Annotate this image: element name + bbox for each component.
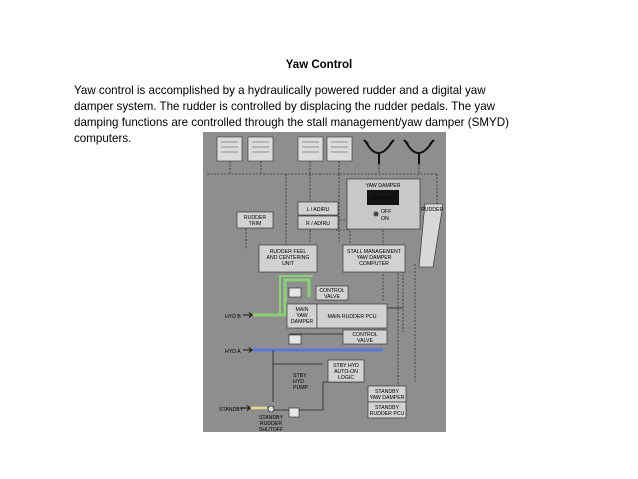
- document-title: Yaw Control: [285, 59, 353, 71]
- l-adiru-box: [297, 201, 339, 216]
- yaw-damper-warning-light: [367, 190, 399, 205]
- pedal-unit-icon: [216, 136, 243, 162]
- main-rudder-pcu-label: MAIN RUDDER PCU: [328, 314, 377, 320]
- hyd-b-line-branch: [279, 275, 313, 315]
- yaw-damper-switch-icon: [373, 211, 379, 217]
- rudder-trim-box: [236, 211, 274, 229]
- paragraph-line: Yaw control is accomplished by a hydraul…: [74, 84, 486, 97]
- control-wheel-icons: [363, 139, 435, 164]
- shutoff-valve-icon: [267, 405, 275, 413]
- standby-arrow-icon: [241, 405, 252, 411]
- solenoid-valve-icon: [288, 287, 302, 298]
- rudder-trim-word: TRIM: [249, 221, 262, 227]
- hyd-a-label: HYD A: [225, 349, 241, 355]
- yaw-damper-on-label: ON: [381, 216, 389, 222]
- rudder-pedal-icons: [216, 136, 353, 162]
- control-wheel-icon: [403, 139, 435, 164]
- feel-centering-unit-box: [258, 244, 318, 273]
- paragraph-line: computers.: [74, 132, 132, 145]
- r-adiru-label: R / ADIRU: [306, 221, 330, 227]
- control-wheel-icon: [363, 139, 395, 164]
- rudder-surface: [418, 203, 444, 268]
- stby-hyd-logic-box: [327, 359, 365, 383]
- pedal-unit-icon: [326, 136, 353, 162]
- solenoid-valve-icon: [288, 407, 300, 418]
- main-yaw-damper-box: [286, 303, 318, 329]
- body-paragraph: Yaw control is accomplished by a hydraul…: [74, 83, 574, 147]
- control-valve-2-box: [342, 329, 388, 345]
- hyd-b-line: [253, 278, 311, 317]
- paragraph-line: damping functions are controlled through…: [74, 116, 509, 129]
- standby-label: STANDBY: [219, 407, 244, 413]
- hyd-b-arrow-icon: [243, 312, 254, 318]
- pedal-unit-icon: [297, 136, 324, 162]
- r-adiru-box: [297, 215, 339, 230]
- paragraph-line: damper system. The rudder is controlled …: [74, 100, 496, 113]
- smyd-computer-box: [342, 244, 406, 273]
- control-valve-1-box: [315, 285, 349, 301]
- standby-hydraulic-lines: [272, 350, 323, 402]
- hyd-a-arrow-icon: [243, 347, 254, 353]
- yaw-damper-off-label: OFF: [381, 209, 391, 215]
- diagram-background: [203, 132, 446, 432]
- yaw-damper-light-label: YAW DAMPER: [370, 196, 396, 200]
- l-adiru-label: L / ADIRU: [307, 207, 330, 213]
- pedal-unit-icon: [247, 136, 274, 162]
- standby-rudder-pcu-box: [367, 401, 407, 419]
- main-rudder-pcu-box: [316, 303, 388, 329]
- solenoid-valve-icon: [288, 334, 302, 345]
- rudder-trim-word: RUDDER: [244, 215, 266, 221]
- rudder-label: RUDDER: [421, 207, 443, 213]
- yaw-damper-panel-label: YAW DAMPER: [366, 183, 401, 189]
- hyd-b-label: HYD B: [225, 314, 241, 320]
